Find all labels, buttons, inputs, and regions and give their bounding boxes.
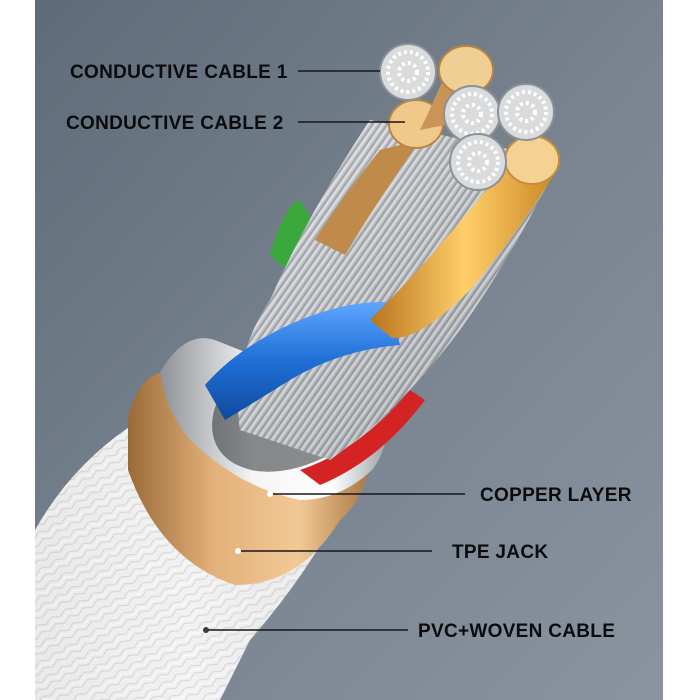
blue-wire: [205, 301, 400, 420]
gold-wire: [370, 150, 560, 339]
callout-pvc-woven-cable: PVC+WOVEN CABLE: [203, 621, 615, 642]
callout-copper-layer: COPPER LAYER: [267, 485, 632, 506]
callout-conductive-cable-2: CONDUCTIVE CABLE 2: [66, 113, 405, 134]
strand-end-right: [497, 83, 555, 141]
callout-conductive-cable-1: CONDUCTIVE CABLE 1: [70, 62, 380, 83]
label-conductive-cable-1: CONDUCTIVE CABLE 1: [70, 62, 288, 83]
label-copper-layer: COPPER LAYER: [480, 485, 632, 506]
red-wire: [300, 390, 425, 485]
copper-core-2-body: [315, 140, 420, 255]
cable-body: [35, 43, 560, 700]
label-conductive-cable-2: CONDUCTIVE CABLE 2: [66, 113, 284, 134]
strand-end-lower: [449, 133, 507, 191]
label-tpe-jack: TPE JACK: [452, 542, 548, 563]
strand-end-top: [379, 43, 437, 101]
green-wire: [270, 200, 318, 275]
callout-tpe-jack: TPE JACK: [235, 542, 548, 563]
gold-core-end: [504, 135, 560, 185]
strand-end-center: [443, 85, 501, 143]
label-pvc-woven-cable: PVC+WOVEN CABLE: [418, 621, 615, 642]
